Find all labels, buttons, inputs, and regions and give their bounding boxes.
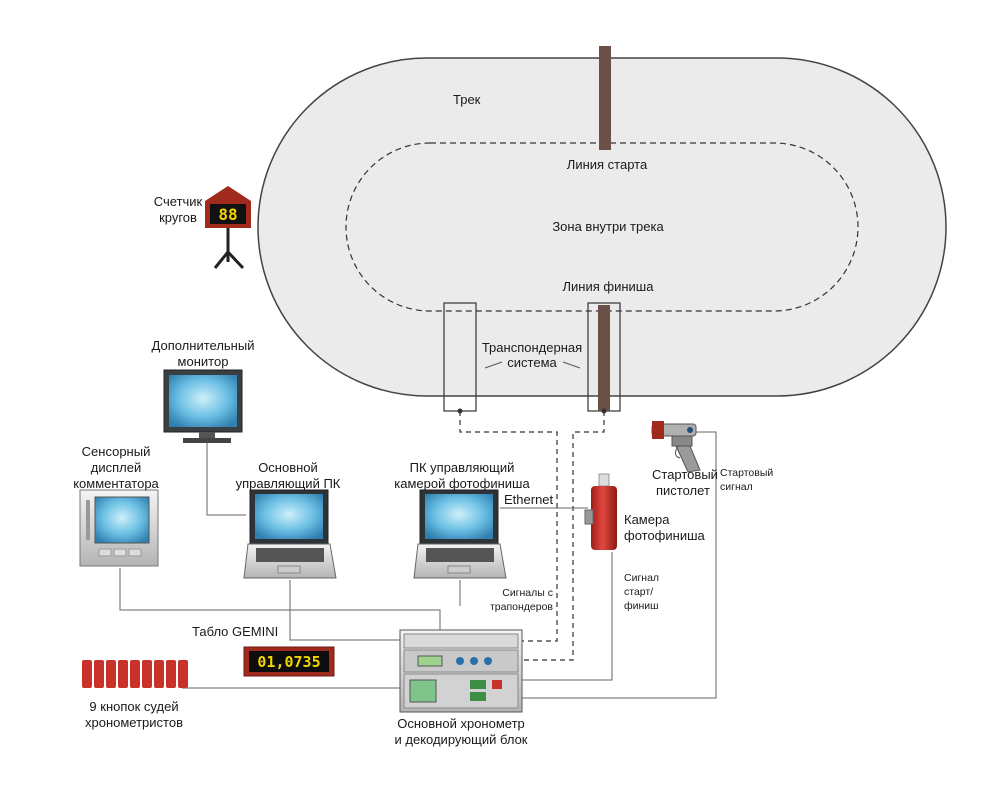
infield-label: Зона внутри трека: [552, 219, 664, 234]
track-label: Трек: [453, 92, 481, 107]
lap-counter-label-2: кругов: [159, 210, 197, 225]
extra-monitor-label-2: монитор: [178, 354, 229, 369]
touch-display-label-2: дисплей: [91, 460, 141, 475]
main-chronometer-rack: [399, 629, 523, 713]
lap-counter-digits: 88: [218, 205, 237, 224]
finish-line-post: [598, 305, 610, 411]
judge-buttons-label-2: хронометристов: [85, 715, 183, 730]
startfinish-signal-label-2: старт/: [624, 586, 653, 598]
scoreboard-digits: 01,0735: [257, 653, 320, 671]
start-line-label: Линия старта: [567, 157, 648, 172]
start-line-post: [599, 46, 611, 150]
transponder-label-1: Транспондерная: [482, 340, 582, 355]
main-pc-label-1: Основной: [258, 460, 318, 475]
transponder-pointer-left: [484, 361, 503, 369]
chronometer-label-2: и декодирующий блок: [395, 732, 528, 747]
transponder-signal-lines: [459, 411, 605, 661]
additional-monitor: [163, 369, 243, 443]
starting-pistol: [651, 421, 701, 473]
photo-finish-camera: [584, 473, 617, 550]
ethernet-label: Ethernet: [504, 492, 554, 507]
startfinish-signal-label-3: финиш: [624, 600, 659, 612]
judge-buttons: [82, 660, 188, 688]
startfinish-signal-label-1: Сигнал: [624, 572, 659, 584]
touch-display-label-1: Сенсорный: [82, 444, 151, 459]
touch-display: [79, 489, 159, 567]
scoreboard-gemini: [243, 646, 335, 677]
chronometer-label-1: Основной хронометр: [397, 716, 525, 731]
photo-pc-label-1: ПК управляющий: [410, 460, 515, 475]
finish-line-label: Линия финиша: [563, 279, 655, 294]
lap-counter-label-1: Счетчик: [154, 194, 203, 209]
pistol-label-2: пистолет: [656, 483, 710, 498]
transponder-label-2: система: [507, 355, 557, 370]
touch-display-label-3: комментатора: [73, 476, 159, 491]
start-signal-label-2: сигнал: [720, 481, 753, 493]
pistol-label-1: Стартовый: [652, 467, 718, 482]
extra-monitor-label-1: Дополнительный: [152, 338, 255, 353]
transponder-pointer-right: [562, 361, 581, 369]
main-pc-label-2: управляющий ПК: [236, 476, 341, 491]
photo-finish-laptop: [413, 489, 507, 579]
camera-label-2: фотофиниша: [624, 528, 706, 543]
scoreboard-label: Табло GEMINI: [192, 624, 278, 639]
lap-counter: [205, 186, 251, 270]
photo-pc-label-2: камерой фотофиниша: [394, 476, 530, 491]
main-laptop: [243, 489, 337, 579]
transponder-signal-label-1: Сигналы с: [502, 587, 553, 599]
transponder-signal-label-2: трапондеров: [490, 601, 553, 613]
start-signal-label-1: Стартовый: [720, 467, 773, 479]
judge-buttons-label-1: 9 кнопок судей: [89, 699, 178, 714]
camera-label-1: Камера: [624, 512, 670, 527]
